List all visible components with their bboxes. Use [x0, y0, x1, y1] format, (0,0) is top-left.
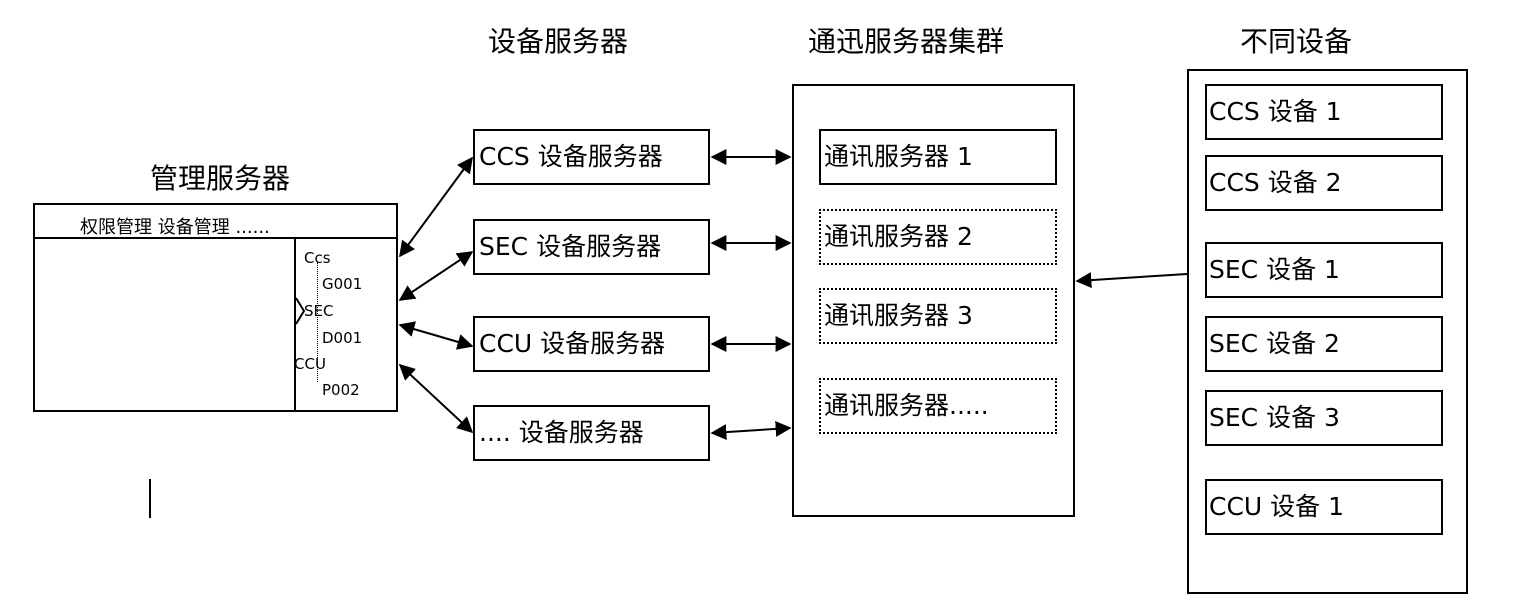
tree-node-ccs[interactable]: Ccs: [304, 249, 331, 267]
tree-divider: [294, 237, 296, 410]
tree-node-d001[interactable]: D001: [322, 329, 363, 347]
arrow-devices-comm: [1075, 272, 1188, 289]
device-label: CCU 设备 1: [1209, 492, 1345, 521]
device-server-label: CCU 设备服务器: [479, 329, 666, 358]
comm-server-label: 通讯服务器 3: [824, 301, 973, 330]
device-server-label: CCS 设备服务器: [479, 142, 663, 171]
device-label: SEC 设备 2: [1209, 329, 1340, 358]
mgmt-server-panel: 权限管理 设备管理 ...... Ccs G001 SEC D001 CCU P…: [33, 203, 398, 412]
comm-server-3: 通讯服务器 3: [819, 288, 1057, 344]
comm-server-1: 通讯服务器 1: [819, 129, 1057, 185]
device-label: SEC 设备 1: [1209, 255, 1340, 284]
device-ccs-2: CCS 设备 2: [1205, 155, 1443, 211]
comm-server-label: 通讯服务器 1: [824, 142, 973, 171]
device-label: CCS 设备 1: [1209, 97, 1342, 126]
device-sec-1: SEC 设备 1: [1205, 242, 1443, 298]
tree-node-sec[interactable]: SEC: [304, 302, 334, 320]
menu-divider: [35, 237, 396, 239]
device-server-label: .... 设备服务器: [479, 418, 644, 447]
comm-cluster-title: 通迅服务器集群: [808, 25, 1005, 58]
arrow-mgmt-sec-server: [398, 251, 474, 301]
mgmt-menu-bar: 权限管理 设备管理 ......: [80, 217, 270, 238]
tree-node-g001[interactable]: G001: [322, 275, 363, 293]
device-server-label: SEC 设备服务器: [479, 232, 662, 261]
arrow-other-server-comm: [710, 420, 792, 441]
comm-server-label: 通讯服务器 2: [824, 222, 973, 251]
device-ccu-1: CCU 设备 1: [1205, 479, 1443, 535]
tree-node-ccu[interactable]: CCU: [294, 355, 326, 373]
comm-server-more: 通讯服务器.....: [819, 378, 1057, 434]
arrow-mgmt-other-server: [398, 363, 474, 434]
comm-server-label: 通讯服务器.....: [824, 391, 989, 420]
comm-server-2: 通讯服务器 2: [819, 209, 1057, 265]
device-ccs-1: CCS 设备 1: [1205, 84, 1443, 140]
device-sec-3: SEC 设备 3: [1205, 390, 1443, 446]
arrow-mgmt-ccu-server: [398, 321, 474, 350]
devices-title: 不同设备: [1240, 25, 1353, 58]
tree-node-p002[interactable]: P002: [322, 381, 360, 399]
mgmt-server-title: 管理服务器: [150, 162, 291, 195]
arrow-mgmt-ccs-server: [399, 156, 473, 258]
device-server-sec: SEC 设备服务器: [473, 219, 710, 275]
device-label: CCS 设备 2: [1209, 168, 1342, 197]
device-server-other: .... 设备服务器: [473, 405, 710, 461]
device-label: SEC 设备 3: [1209, 403, 1340, 432]
device-servers-title: 设备服务器: [488, 25, 629, 58]
tree-guide-line: [317, 262, 318, 382]
device-server-ccu: CCU 设备服务器: [473, 316, 710, 372]
device-server-ccs: CCS 设备服务器: [473, 129, 710, 185]
tree-expand-bracket: [295, 297, 306, 325]
device-sec-2: SEC 设备 2: [1205, 316, 1443, 372]
